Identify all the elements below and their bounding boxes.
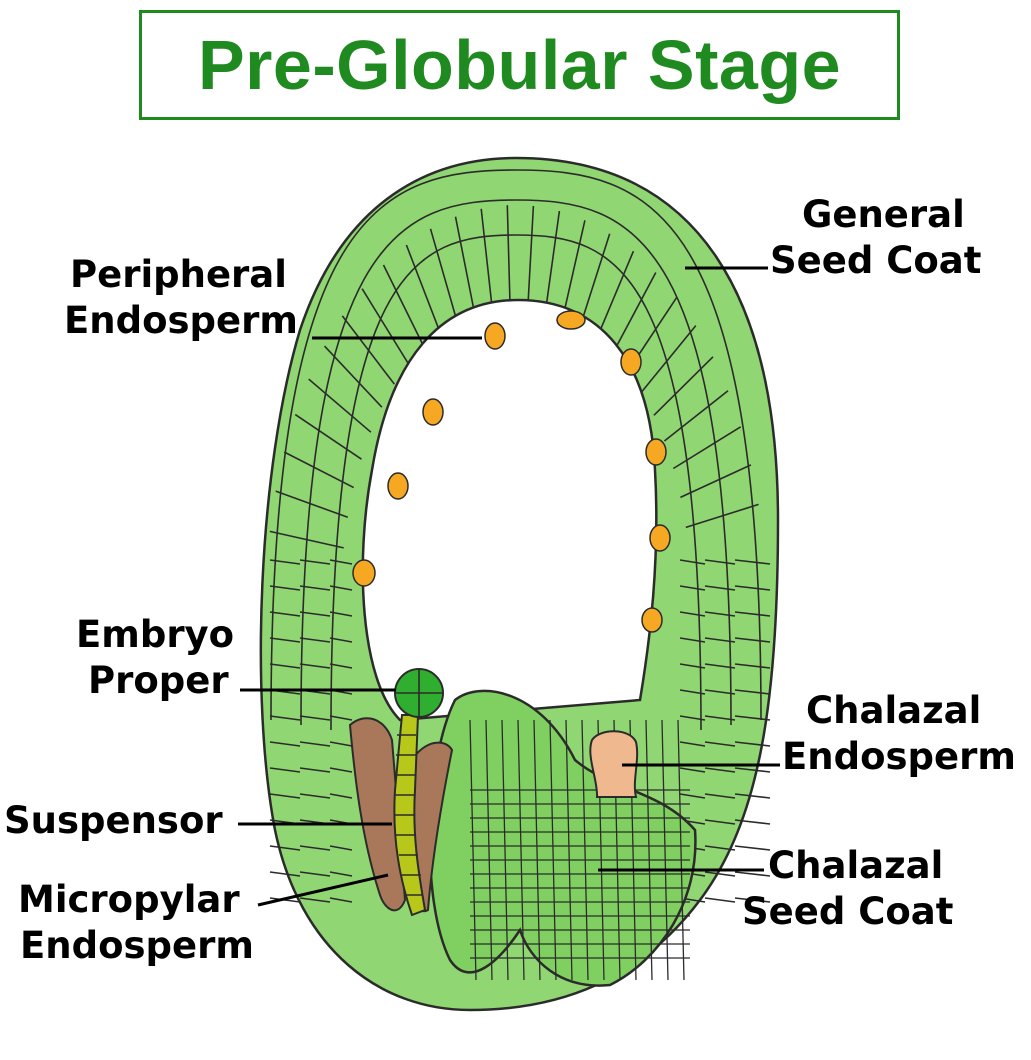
title-box: Pre-Globular Stage [139,10,900,120]
chalazal-seed-coat [428,689,697,987]
label-chalazal-endosperm: Chalazal Endosperm [782,689,1016,778]
label-suspensor: Suspensor [4,799,223,842]
micropylar-endosperm-left [348,717,407,912]
label-peripheral-endosperm: Peripheral Endosperm [64,253,298,342]
chalazal-seed-coat-cells [469,719,690,981]
label-general-seed-coat: General Seed Coat [770,193,982,282]
page-title: Pre-Globular Stage [197,26,842,104]
label-micropylar-endosperm: Micropylar Endosperm [18,878,254,967]
suspensor-cell-walls [395,734,423,896]
chalazal-endosperm [589,730,639,798]
leader-lines [238,266,780,907]
label-embryo-proper: Embryo Proper [76,613,235,702]
label-chalazal-seed-coat: Chalazal Seed Coat [742,844,954,933]
peripheral-endosperm-nuclei [352,310,671,633]
seed-coat-cell-walls [269,169,771,903]
